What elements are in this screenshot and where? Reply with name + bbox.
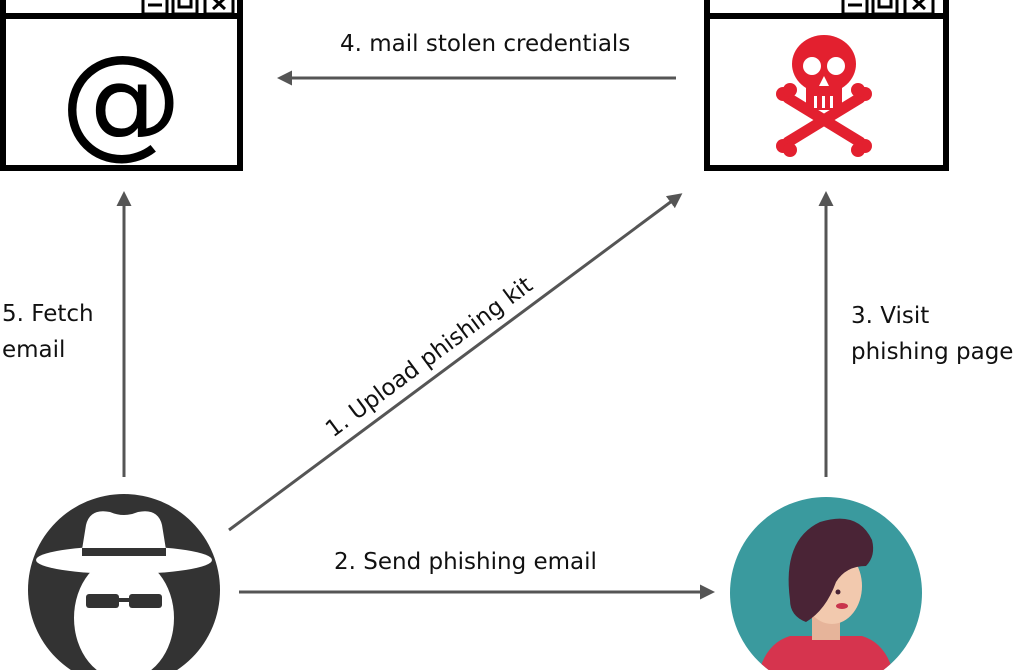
- maximize-icon: [171, 0, 199, 16]
- step4-label: 4. mail stolen credentials: [340, 31, 631, 57]
- step3-label-line2: phishing page: [851, 339, 1014, 365]
- arrow-upload-phishing-kit: [228, 193, 683, 532]
- minimize-icon: [841, 0, 869, 16]
- hacker-hat-sunglasses-icon: [28, 494, 220, 670]
- close-icon: [203, 0, 235, 16]
- step5-label: 5. Fetch email: [2, 296, 94, 368]
- step2-label: 2. Send phishing email: [334, 549, 597, 575]
- close-icon: [903, 0, 935, 16]
- phishing-server-window: [704, 0, 949, 171]
- minimize-icon: [141, 0, 169, 16]
- step5-label-line1: 5. Fetch: [2, 301, 94, 327]
- skull-crossbones-icon: [776, 35, 872, 157]
- step3-label-line1: 3. Visit: [851, 303, 930, 329]
- at-sign-icon: @: [60, 29, 182, 171]
- woman-avatar-icon: [730, 497, 922, 670]
- step5-label-line2: email: [2, 337, 66, 363]
- maximize-icon: [871, 0, 899, 16]
- step3-label: 3. Visit phishing page: [851, 298, 1013, 370]
- mail-server-window: @: [0, 0, 243, 171]
